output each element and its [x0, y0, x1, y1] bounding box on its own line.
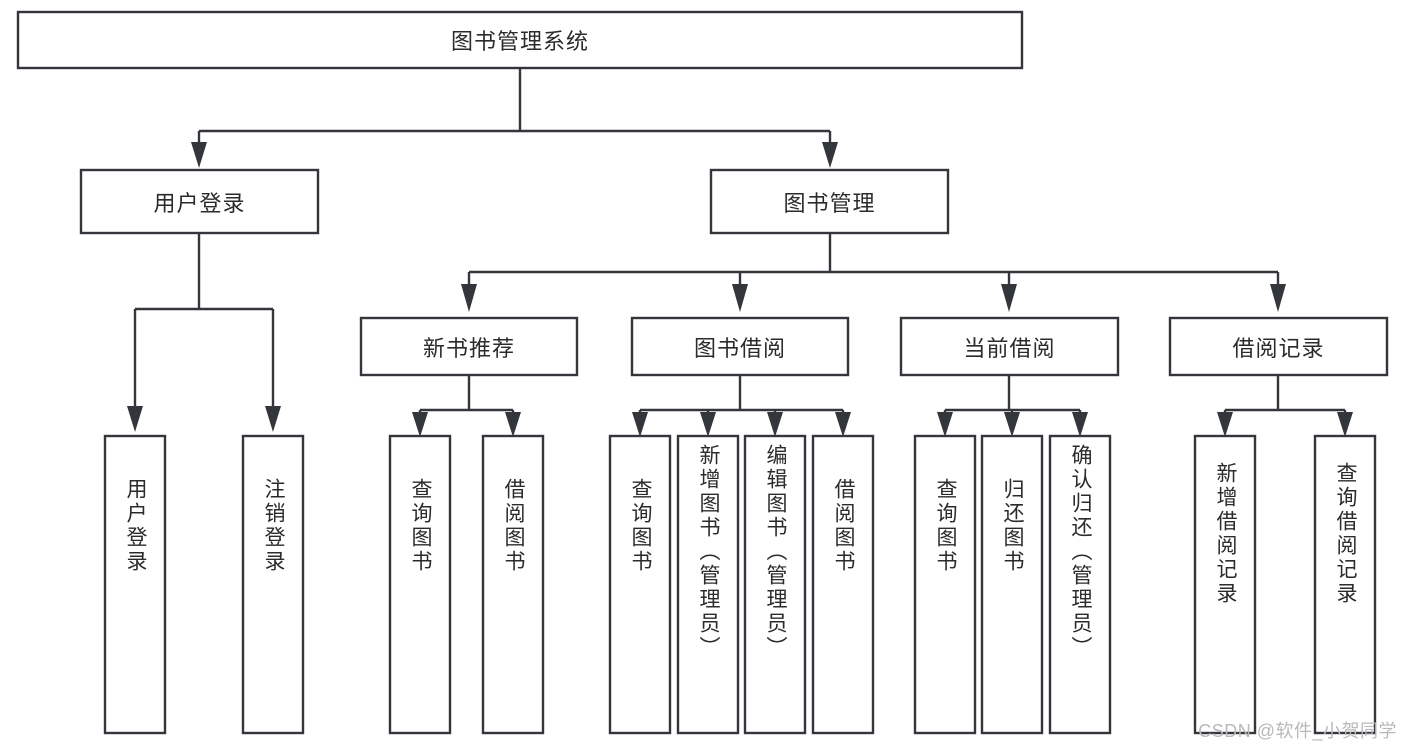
arrow-head-leaf-confirm-return	[1072, 412, 1088, 437]
node-leaf-add-book[interactable]	[676, 434, 740, 735]
node-leaf-query-record[interactable]	[1313, 434, 1377, 735]
node-leaf-query-book-1[interactable]	[388, 434, 452, 735]
arrow-head-leaf-query-book-1	[412, 412, 428, 437]
watermark-text: CSDN @软件_小贺同学	[1198, 721, 1397, 741]
node-current-borrow[interactable]	[899, 316, 1120, 377]
node-leaf-edit-book[interactable]	[743, 434, 807, 735]
node-book-manage[interactable]	[709, 168, 950, 235]
node-leaf-borrow-book-2[interactable]	[811, 434, 875, 735]
node-leaf-add-record[interactable]	[1193, 434, 1257, 735]
arrow-head-leaf-return-book	[1004, 412, 1020, 437]
node-user-login[interactable]	[79, 168, 320, 235]
arrow-head-leaf-query-book-2	[632, 412, 648, 437]
node-new-book-recommend[interactable]	[359, 316, 579, 377]
arrow-head-leaf-borrow-book-1	[505, 412, 521, 437]
arrow-head-new-book-recommend	[461, 284, 477, 312]
arrow-head-leaf-edit-book	[767, 412, 783, 437]
arrow-head-leaf-borrow-book-2	[835, 412, 851, 437]
node-borrow-record[interactable]	[1168, 316, 1389, 377]
arrow-head-leaf-query-record	[1337, 412, 1353, 437]
node-book-borrow[interactable]	[630, 316, 850, 377]
arrow-head-current-borrow	[1001, 284, 1017, 312]
arrow-head-book-manage	[822, 142, 838, 168]
node-leaf-query-book-3[interactable]	[913, 434, 977, 735]
node-box-group	[16, 10, 1389, 735]
node-leaf-query-book-2[interactable]	[608, 434, 672, 735]
node-leaf-return-book[interactable]	[980, 434, 1044, 735]
connector-group	[127, 68, 1353, 437]
arrow-head-leaf-add-book	[700, 412, 716, 437]
arrow-head-leaf-user-login	[127, 406, 143, 432]
node-leaf-user-logout[interactable]	[241, 434, 305, 735]
node-leaf-borrow-book-1[interactable]	[481, 434, 545, 735]
arrow-head-borrow-record	[1270, 284, 1286, 312]
arrow-head-leaf-user-logout	[265, 406, 281, 432]
node-leaf-confirm-return[interactable]	[1048, 434, 1112, 735]
node-root[interactable]	[16, 10, 1024, 70]
arrow-head-leaf-query-book-3	[937, 412, 953, 437]
arrow-head-user-login	[191, 142, 207, 168]
arrow-head-book-borrow	[732, 284, 748, 312]
arrow-head-leaf-add-record	[1217, 412, 1233, 437]
node-leaf-user-login[interactable]	[103, 434, 167, 735]
